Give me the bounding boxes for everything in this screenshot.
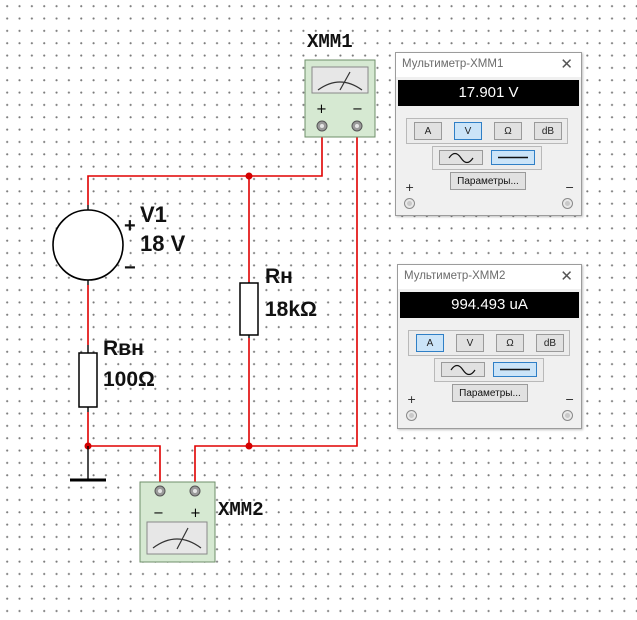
rvn-value-label: 100Ω: [103, 368, 155, 391]
multimeter1-titlebar[interactable]: Мультиметр-XMM1 ✕: [396, 53, 581, 77]
sine-wave-icon: [450, 364, 476, 376]
source-name-label: V1: [140, 202, 167, 227]
multimeter1-title: Мультиметр-XMM1: [402, 58, 504, 70]
plus-terminal-label: +: [405, 181, 415, 194]
junction-dot: [245, 172, 253, 180]
source-value-label: 18 V: [140, 231, 186, 256]
mode-button-db[interactable]: dB: [536, 334, 564, 352]
multimeter1-mode-buttons: A V Ω dB: [406, 118, 568, 144]
wire-bottom-left: [87, 412, 161, 488]
multimeter2-panel: Мультиметр-XMM2 ✕ 994.493 uA A V Ω dB Па…: [397, 264, 582, 429]
minus-terminal-label: −: [565, 393, 575, 406]
xmm2-label: XMM2: [218, 499, 264, 521]
dc-wave-button[interactable]: [493, 362, 537, 377]
parameters-button[interactable]: Параметры...: [450, 172, 526, 190]
mode-button-a[interactable]: A: [416, 334, 444, 352]
rn-name-label: Rн: [265, 265, 293, 288]
resistor-rvn[interactable]: [78, 345, 98, 412]
ground-symbol: [70, 446, 106, 482]
svg-text:−: −: [352, 102, 363, 117]
rvn-name-label: Rвн: [103, 337, 144, 360]
mode-button-db[interactable]: dB: [534, 122, 562, 140]
close-icon[interactable]: ✕: [560, 267, 573, 285]
sine-wave-icon: [448, 152, 474, 164]
rn-value-label: 18kΩ: [265, 298, 317, 321]
parameters-button[interactable]: Параметры...: [452, 384, 528, 402]
dc-wave-button[interactable]: [491, 150, 535, 165]
wire-top: [87, 132, 323, 205]
plus-terminal[interactable]: [406, 410, 417, 421]
minus-terminal[interactable]: [562, 198, 573, 209]
source-plus-sign: +: [124, 215, 136, 237]
resistor-rn[interactable]: [239, 282, 259, 338]
close-icon[interactable]: ✕: [560, 55, 573, 73]
plus-terminal-label: +: [407, 393, 417, 406]
mode-button-v[interactable]: V: [454, 122, 482, 140]
multimeter2-titlebar[interactable]: Мультиметр-XMM2 ✕: [398, 265, 581, 289]
multimeter1-wave-buttons: [432, 146, 542, 170]
multimeter2-mode-buttons: A V Ω dB: [408, 330, 570, 356]
dc-line-icon: [498, 156, 528, 159]
xmm1-label: XMM1: [307, 31, 353, 53]
multimeter2-wave-buttons: [434, 358, 544, 382]
multimeter2-display: 994.493 uA: [400, 292, 579, 318]
plus-terminal[interactable]: [404, 198, 415, 209]
wire-right-loop: [194, 132, 358, 488]
junction-dot: [245, 442, 253, 450]
voltage-source-v1[interactable]: + −: [52, 205, 136, 285]
multimeter-xmm1-symbol[interactable]: + −: [304, 59, 376, 138]
junctions: [84, 172, 253, 450]
minus-terminal[interactable]: [562, 410, 573, 421]
multimeter1-display: 17.901 V: [398, 80, 579, 106]
multimeter-xmm2-symbol[interactable]: − +: [139, 481, 216, 563]
multimeter1-panel: Мультиметр-XMM1 ✕ 17.901 V A V Ω dB Пара…: [395, 52, 582, 216]
mode-button-ohm[interactable]: Ω: [496, 334, 524, 352]
dc-line-icon: [500, 368, 530, 371]
svg-text:+: +: [316, 102, 327, 117]
svg-text:+: +: [190, 506, 201, 521]
ac-wave-button[interactable]: [441, 362, 485, 377]
mode-button-a[interactable]: A: [414, 122, 442, 140]
wires: [87, 132, 358, 488]
svg-text:−: −: [153, 506, 164, 521]
minus-terminal-label: −: [565, 181, 575, 194]
source-minus-sign: −: [124, 257, 136, 279]
mode-button-ohm[interactable]: Ω: [494, 122, 522, 140]
multimeter2-title: Мультиметр-XMM2: [404, 270, 506, 282]
mode-button-v[interactable]: V: [456, 334, 484, 352]
ac-wave-button[interactable]: [439, 150, 483, 165]
